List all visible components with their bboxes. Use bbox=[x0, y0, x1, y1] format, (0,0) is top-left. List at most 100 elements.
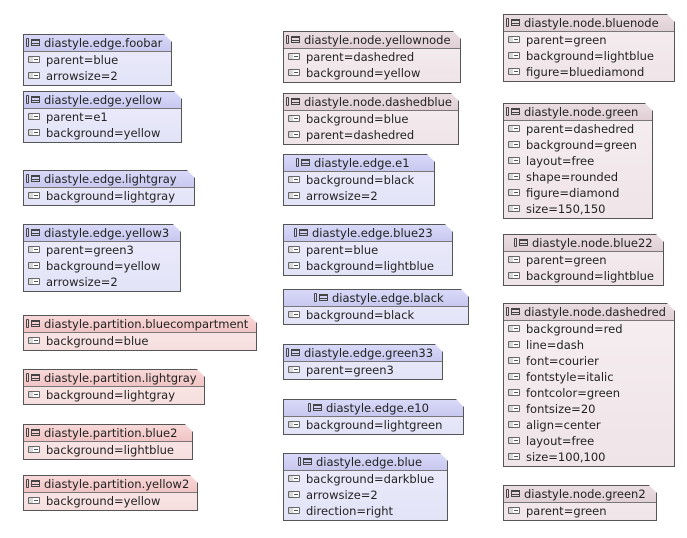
property-row[interactable]: parent=green bbox=[504, 252, 663, 268]
stereotype-icon bbox=[286, 35, 300, 44]
style-box-header[interactable]: diastyle.edge.blue23 bbox=[284, 224, 453, 242]
property-row[interactable]: background=green bbox=[504, 137, 652, 153]
property-row[interactable]: layout=free bbox=[504, 153, 652, 169]
property-row[interactable]: fontstyle=italic bbox=[504, 369, 674, 385]
style-box-header[interactable]: diastyle.edge.foobar bbox=[24, 34, 172, 52]
property-row[interactable]: background=blue bbox=[284, 111, 458, 127]
style-box-header[interactable]: diastyle.node.green bbox=[504, 103, 653, 121]
style-box-title: diastyle.node.yellownode bbox=[304, 33, 451, 47]
property-row[interactable]: background=yellow bbox=[24, 493, 197, 509]
property-row[interactable]: background=yellow bbox=[24, 258, 180, 274]
property-text: arrowsize=2 bbox=[46, 69, 118, 83]
property-row[interactable]: background=lightblue bbox=[504, 48, 674, 64]
style-box-header[interactable]: diastyle.edge.blue bbox=[284, 453, 448, 471]
property-row[interactable]: align=center bbox=[504, 417, 674, 433]
property-row[interactable]: background=lightgray bbox=[24, 387, 204, 403]
property-row[interactable]: arrowsize=2 bbox=[284, 487, 447, 503]
property-row[interactable]: background=red bbox=[504, 321, 674, 337]
property-row[interactable]: parent=blue bbox=[24, 52, 171, 68]
property-row[interactable]: parent=green bbox=[504, 503, 656, 519]
property-row[interactable]: direction=right bbox=[284, 503, 447, 519]
property-row[interactable]: background=lightblue bbox=[504, 268, 663, 284]
style-box-header[interactable]: diastyle.node.dashedblue bbox=[284, 93, 459, 111]
style-box-header[interactable]: diastyle.partition.blue2 bbox=[24, 424, 193, 442]
property-row[interactable]: arrowsize=2 bbox=[24, 274, 180, 290]
property-row[interactable]: background=yellow bbox=[284, 65, 460, 81]
property-text: align=center bbox=[526, 418, 601, 432]
style-box-title: diastyle.edge.foobar bbox=[44, 36, 163, 50]
style-box-header[interactable]: diastyle.partition.yellow2 bbox=[24, 475, 198, 493]
property-icon bbox=[508, 341, 520, 348]
property-row[interactable]: parent=dashedred bbox=[504, 121, 652, 137]
style-box-header[interactable]: diastyle.node.bluenode bbox=[504, 14, 675, 32]
property-row[interactable]: background=black bbox=[284, 307, 468, 323]
property-row[interactable]: parent=green3 bbox=[284, 362, 442, 378]
property-icon bbox=[508, 52, 520, 59]
style-box-header[interactable]: diastyle.node.dashedred bbox=[504, 303, 675, 321]
property-icon bbox=[508, 373, 520, 380]
property-row[interactable]: background=lightblue bbox=[24, 442, 192, 458]
property-row[interactable]: background=blue bbox=[24, 333, 256, 349]
property-row[interactable]: background=darkblue bbox=[284, 471, 447, 487]
property-row[interactable]: background=lightblue bbox=[284, 258, 452, 274]
property-row[interactable]: background=yellow bbox=[24, 125, 181, 141]
property-row[interactable]: figure=bluediamond bbox=[504, 64, 674, 80]
style-box-header[interactable]: diastyle.partition.bluecompartment bbox=[24, 315, 257, 333]
property-row[interactable]: layout=free bbox=[504, 433, 674, 449]
property-row[interactable]: font=courier bbox=[504, 353, 674, 369]
property-row[interactable]: background=lightgray bbox=[24, 188, 194, 204]
style-box[interactable]: diastyle.node.yellownode parent=dashedred… bbox=[283, 31, 461, 83]
style-box-header[interactable]: diastyle.edge.e10 bbox=[284, 399, 464, 417]
style-box-header[interactable]: diastyle.node.blue22 bbox=[504, 234, 664, 252]
property-text: parent=dashedred bbox=[306, 128, 415, 142]
property-row[interactable]: parent=e1 bbox=[24, 109, 181, 125]
property-row[interactable]: parent=green bbox=[504, 32, 674, 48]
property-row[interactable]: parent=dashedred bbox=[284, 49, 460, 65]
style-box-header[interactable]: diastyle.node.green2 bbox=[504, 485, 657, 503]
style-box-header[interactable]: diastyle.edge.black bbox=[284, 289, 469, 307]
property-row[interactable]: fontcolor=green bbox=[504, 385, 674, 401]
style-box-header[interactable]: diastyle.edge.e1 bbox=[284, 154, 435, 172]
property-text: parent=green bbox=[526, 33, 607, 47]
property-row[interactable]: size=100,100 bbox=[504, 449, 674, 465]
property-row[interactable]: parent=green3 bbox=[24, 242, 180, 258]
property-row[interactable]: parent=dashedred bbox=[284, 127, 458, 143]
property-row[interactable]: arrowsize=2 bbox=[24, 68, 171, 84]
property-row[interactable]: shape=rounded bbox=[504, 169, 652, 185]
property-row[interactable]: background=lightgreen bbox=[284, 417, 463, 433]
property-row[interactable]: arrowsize=2 bbox=[284, 188, 434, 204]
style-box-header[interactable]: diastyle.partition.lightgray bbox=[24, 369, 205, 387]
property-row[interactable]: parent=blue bbox=[284, 242, 452, 258]
property-icon bbox=[28, 192, 40, 199]
property-row[interactable]: fontsize=20 bbox=[504, 401, 674, 417]
style-box-header[interactable]: diastyle.edge.lightgray bbox=[24, 170, 195, 188]
style-box-header[interactable]: diastyle.edge.green33 bbox=[284, 344, 443, 362]
style-box-header[interactable]: diastyle.node.yellownode bbox=[284, 31, 461, 49]
property-row[interactable]: line=dash bbox=[504, 337, 674, 353]
property-row[interactable]: figure=diamond bbox=[504, 185, 652, 201]
style-box-header[interactable]: diastyle.edge.yellow3 bbox=[24, 224, 181, 242]
property-row[interactable]: size=150,150 bbox=[504, 201, 652, 217]
style-box-header[interactable]: diastyle.edge.yellow bbox=[24, 91, 182, 109]
property-row[interactable]: background=black bbox=[284, 172, 434, 188]
